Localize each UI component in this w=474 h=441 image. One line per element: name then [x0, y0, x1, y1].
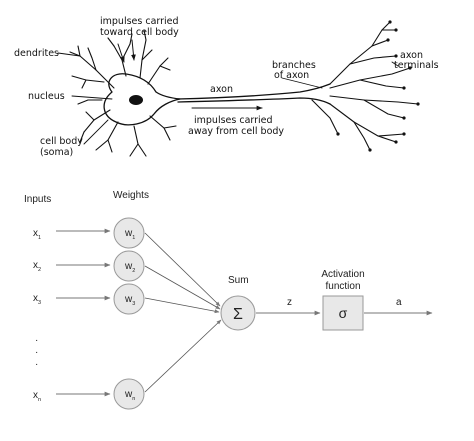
axon-terminals-label-2: terminals — [394, 60, 439, 71]
sum-label: Sum — [228, 275, 249, 286]
perceptron-diagram: Inputs Weights x1 x2 x3 xn · · · w1 — [24, 190, 433, 410]
nucleus-shape — [129, 95, 143, 105]
weight-node: wn — [113, 378, 145, 410]
weight-to-sum-line — [144, 297, 220, 314]
axon-terminals-label-1: axon — [400, 50, 423, 61]
input-label: x1 — [33, 228, 41, 241]
weight-node: w1 — [113, 217, 145, 249]
sum-symbol: Σ — [233, 306, 243, 323]
z-label: z — [287, 297, 292, 308]
ellipsis-dot: · — [35, 335, 38, 346]
weight-connections — [144, 232, 222, 393]
weight-node: w3 — [113, 283, 145, 315]
axon-terminal-dots — [336, 20, 420, 152]
weight-to-sum-line — [144, 319, 222, 393]
svg-text:w1: w1 — [124, 228, 135, 241]
activation-symbol: σ — [339, 305, 348, 321]
weight-to-sum-line — [144, 265, 221, 310]
cell-body-label-1: cell body — [40, 136, 83, 147]
inputs-header: Inputs — [24, 194, 51, 205]
svg-text:w3: w3 — [124, 294, 135, 307]
impulses-toward-label-1: impulses carried — [100, 16, 179, 27]
svg-text:wn: wn — [124, 389, 135, 402]
neuron-illustration: impulses carried toward cell body dendri… — [14, 16, 439, 158]
input-label: x3 — [33, 293, 41, 306]
sum-node — [220, 295, 256, 331]
input-label: x2 — [33, 260, 41, 273]
impulses-away-label-1: impulses carried — [194, 115, 273, 126]
branches-label-2: of axon — [274, 70, 309, 81]
ellipsis-dot: · — [35, 359, 38, 370]
impulses-toward-label-2: toward cell body — [100, 27, 179, 38]
activation-label-1: Activation — [321, 269, 364, 280]
axon-shape — [177, 83, 331, 105]
ellipsis-dot: · — [35, 347, 38, 358]
dendrites-label: dendrites — [14, 48, 59, 59]
activation-label-2: function — [325, 281, 360, 292]
input-arrows — [56, 228, 111, 397]
label-pointers — [57, 52, 399, 145]
weight-to-sum-line — [144, 232, 221, 307]
output-label: a — [396, 297, 402, 308]
input-label: xn — [33, 390, 41, 403]
activation-box — [322, 295, 364, 331]
axon-label: axon — [210, 84, 233, 95]
impulse-toward-arrow — [117, 43, 125, 63]
branches-label-1: branches — [272, 60, 316, 71]
impulse-toward-arrow-2 — [131, 39, 136, 61]
cell-body-label-2: (soma) — [40, 147, 73, 158]
impulses-away-label-2: away from cell body — [188, 126, 284, 137]
weight-node: w2 — [113, 250, 145, 282]
axon-branches-shape — [311, 21, 419, 151]
weights-header: Weights — [113, 190, 149, 201]
dendrites-shape — [69, 29, 177, 157]
svg-text:w2: w2 — [124, 261, 135, 274]
nucleus-label: nucleus — [28, 91, 65, 102]
